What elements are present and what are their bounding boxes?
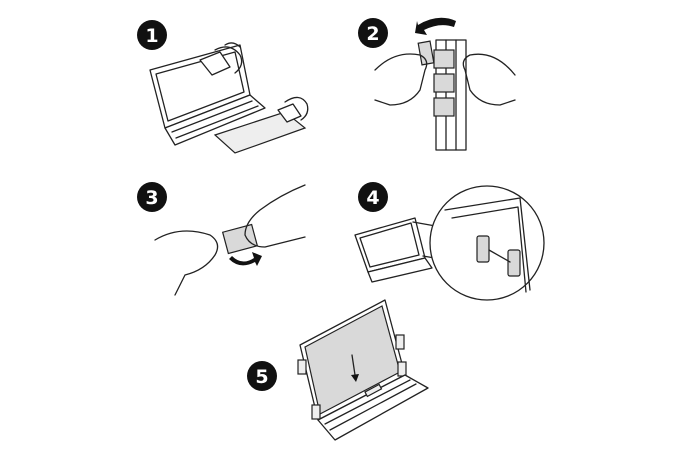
step-2-number: 2: [366, 23, 379, 45]
step-3-number: 3: [145, 187, 158, 209]
down-arrow-icon: [351, 374, 359, 382]
step-1-badge: 1: [137, 20, 167, 50]
peel-arrow-icon: [415, 17, 456, 35]
step-5-number: 5: [255, 366, 268, 388]
step-3-badge: 3: [137, 182, 167, 212]
peel-tab-illustration: [154, 184, 306, 296]
magnified-detail-illustration: [429, 185, 545, 301]
step-2-badge: 2: [358, 18, 388, 48]
laptop-with-privacy-filter-illustration: [297, 299, 429, 441]
step-4-number: 4: [366, 187, 379, 209]
tab-strip-illustration: [374, 17, 516, 151]
step-1: 1: [137, 20, 309, 154]
wipe-pad-illustration: [213, 96, 309, 154]
step-4-badge: 4: [358, 182, 388, 212]
laptop-cleaning-illustration: [149, 42, 266, 146]
step-5: 5: [247, 299, 429, 441]
step-1-number: 1: [145, 25, 158, 47]
step-4: 4: [354, 182, 545, 301]
step-3: 3: [137, 182, 306, 296]
step-5-badge: 5: [247, 361, 277, 391]
fold-arrow-icon: [229, 252, 262, 266]
step-2: 2: [358, 17, 516, 151]
